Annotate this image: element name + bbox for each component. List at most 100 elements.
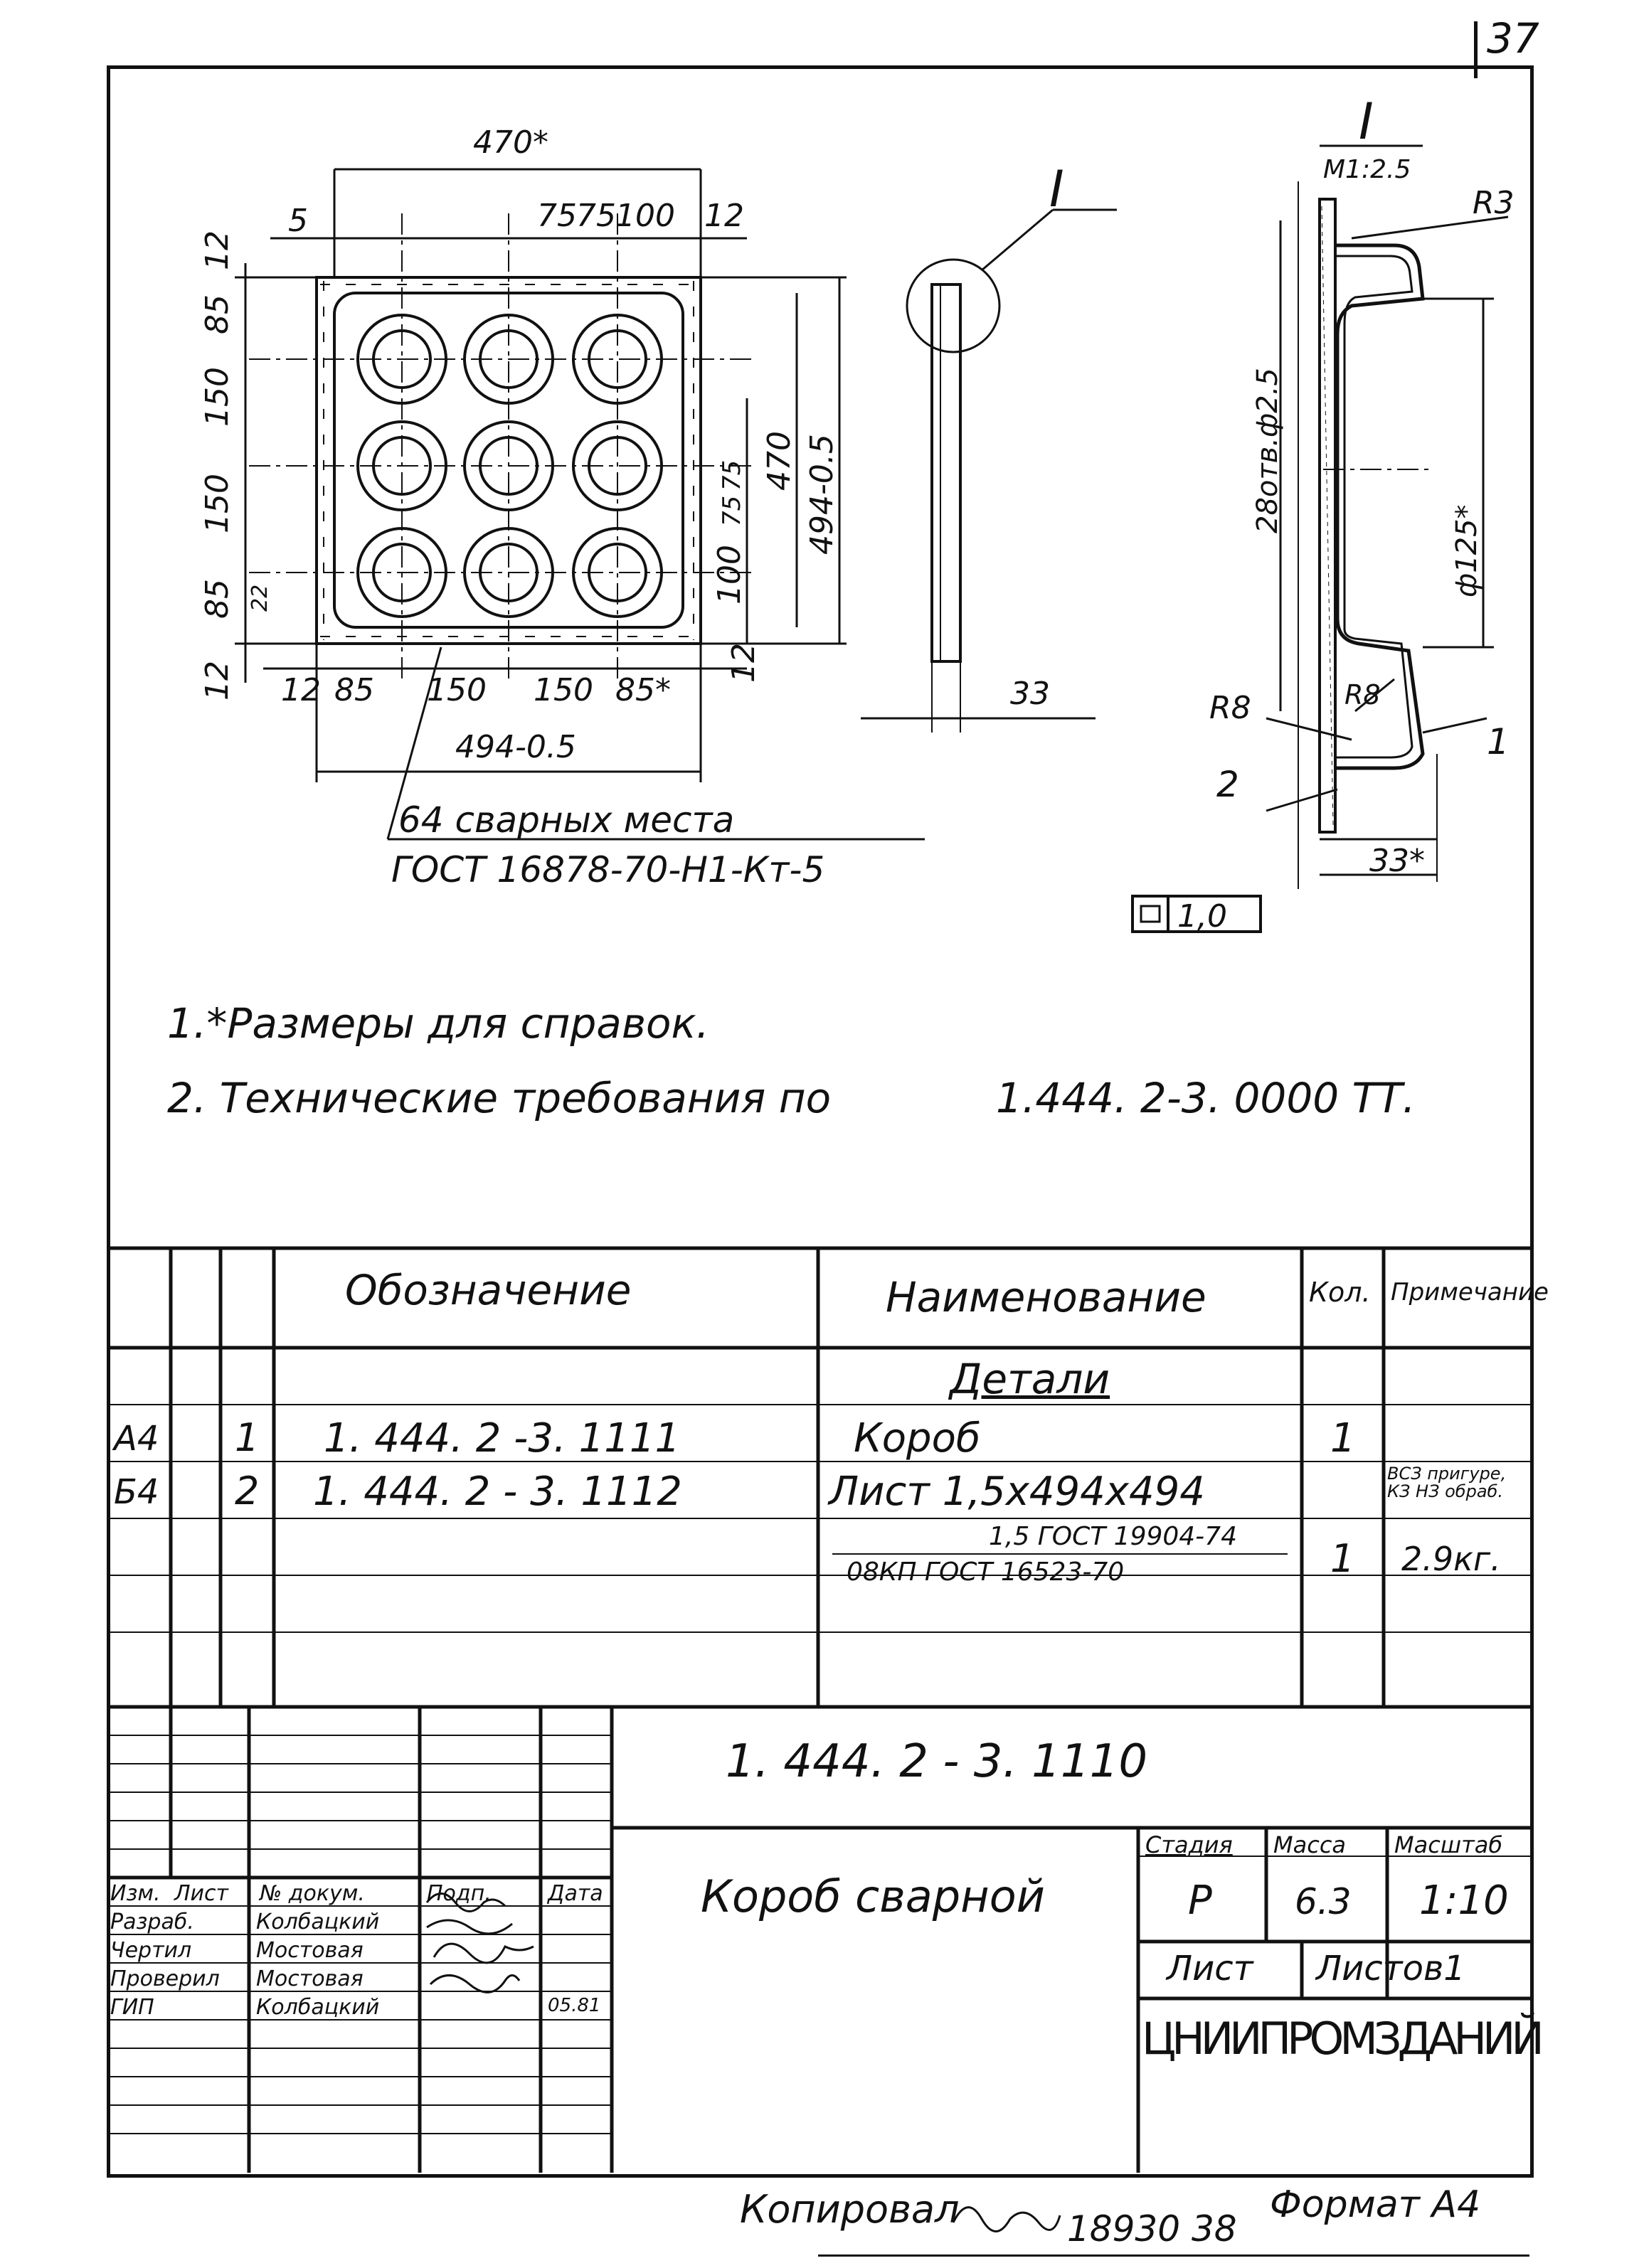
role-name-2: Мостовая [256,1966,364,1991]
dim-right-4: 494-0.5 [804,434,840,555]
label-date: Дата [548,1881,603,1906]
dim-top-0: 5 [288,203,308,239]
side-view-plate [930,283,962,663]
dim-top-4: 12 [704,198,744,234]
dim-bottom-3: 150 [534,672,593,708]
row3-note: 2.9кг. [1401,1540,1501,1578]
row2-format: Б4 [114,1472,159,1512]
detail-r8a: R8 [1209,690,1251,726]
footer-inv: 18930 38 [1067,2208,1237,2250]
mass-label: Масса [1273,1831,1347,1858]
dim-right-2: 75 [718,460,746,491]
label-izm: Изм. [110,1881,161,1906]
row2-pos: 2 [235,1469,260,1513]
stage-value: Р [1188,1878,1212,1924]
stage-label: Стадия [1145,1831,1233,1858]
mass-value: 6.3 [1295,1881,1352,1922]
header-designation: Обозначение [345,1266,632,1314]
flatness-value: 1,0 [1177,898,1227,935]
technical-drawing: 470* 5 75 75 100 12 12 85 150 150 85 12 … [199,92,1515,935]
row2-name: Лист 1,5х494х494 [829,1469,1205,1515]
dim-bottom-1: 85 [334,672,374,708]
dim-small: 22 [248,585,272,612]
header-note: Примечание [1391,1278,1549,1306]
row1-pos: 1 [235,1415,260,1460]
detail-label: I [1359,92,1374,151]
dim-top-2: 75 [576,198,616,234]
detail-profile [1335,243,1425,770]
detail-r3: R3 [1473,185,1515,221]
role-date-3: 05.81 [548,1995,601,2016]
row1-format: А4 [114,1419,159,1459]
dim-left-0: 12 [199,230,235,270]
detail-diam: ф125* [1450,504,1483,597]
dim-overall-top: 470* [473,124,548,161]
dim-bottom-4: 85* [615,672,671,708]
weld-note-2: ГОСТ 16878-70-Н1-Кт-5 [391,849,824,890]
drawing-frame [107,65,1534,2178]
detail-pos1: 1 [1487,721,1510,762]
view-label: I [1049,160,1064,218]
copier-signature [952,2206,1061,2232]
page-number: 37 [1487,14,1539,63]
note-1: 1.*Размеры для справок. [167,999,709,1048]
label-list: Лист [174,1881,229,1906]
dim-top-3: 100 [615,198,675,234]
weld-note-1: 64 сварных места [398,799,734,841]
row3-material-num: 1,5 ГОСТ 19904-74 [989,1522,1237,1551]
row3-qty: 1 [1330,1536,1355,1581]
header-qty: Кол. [1309,1277,1371,1308]
dim-left-3: 150 [199,474,235,533]
footer-line [818,2254,1529,2257]
dim-bottom-0: 12 [281,672,321,708]
header-name: Наименование [886,1273,1206,1321]
dim-left-4: 85 [199,579,235,619]
page-number-bar [1474,21,1478,78]
role-1: Чертил [110,1938,192,1963]
organization: ЦНИИПРОМЗДАНИЙ [1142,2013,1544,2065]
row1-designation: 1. 444. 2 -3. 1111 [324,1415,681,1462]
detail-pos2: 2 [1216,764,1239,805]
scale-label: Масштаб [1394,1831,1503,1858]
note-2: 2. Технические требования по [167,1074,832,1122]
dim-top-1: 75 [537,198,577,234]
role-0: Разраб. [110,1910,194,1934]
role-2: Проверил [110,1966,220,1991]
row2-note: ВСЗ пригуре, КЗ НЗ обраб. [1387,1464,1507,1502]
footer-copied: Копировал [740,2187,960,2232]
sheets-label: Листов1 [1316,1949,1465,1989]
dim-bottom-2: 150 [427,672,487,708]
dim-right-3: 470 [761,431,797,491]
row1-qty: 1 [1330,1415,1356,1462]
section-details: Детали [950,1355,1110,1403]
role-name-3: Колбацкий [256,1995,380,2020]
dim-left-5: 12 [199,661,235,701]
label-sign: Подп. [427,1881,492,1906]
dim-left-2: 150 [199,367,235,427]
detail-r8b: R8 [1344,679,1381,710]
note-2-ref: 1.444. 2-3. 0000 ТТ. [996,1074,1416,1122]
dim-right-0: 100 [711,545,748,605]
row2-designation: 1. 444. 2 - 3. 1112 [313,1469,682,1515]
dim-bottom-overall: 494-0.5 [455,729,576,765]
role-3: ГИП [110,1995,154,2020]
role-name-1: Мостовая [256,1938,364,1963]
detail-plate [1318,198,1337,834]
label-doc: № докум. [260,1881,365,1906]
doc-title: Короб сварной [701,1870,1045,1922]
footer-format: Формат А4 [1270,2183,1481,2226]
signatures [425,1892,534,1993]
sheet-label: Лист [1167,1949,1253,1989]
doc-number: 1. 444. 2 - 3. 1110 [726,1735,1148,1788]
detail-scale: М1:2.5 [1323,155,1411,184]
scale-value: 1:10 [1419,1878,1509,1924]
side-dim: 33 [1010,676,1050,712]
flatness-box [1131,895,1262,933]
role-name-0: Колбацкий [256,1910,380,1934]
detail-dim33: 33* [1369,843,1425,879]
row3-material-den: 08КП ГОСТ 16523-70 [847,1558,1125,1587]
dim-left-1: 85 [199,294,235,334]
dim-right-1: 75 [718,496,746,526]
detail-holes: 28отв.ф2.5 [1251,368,1284,533]
